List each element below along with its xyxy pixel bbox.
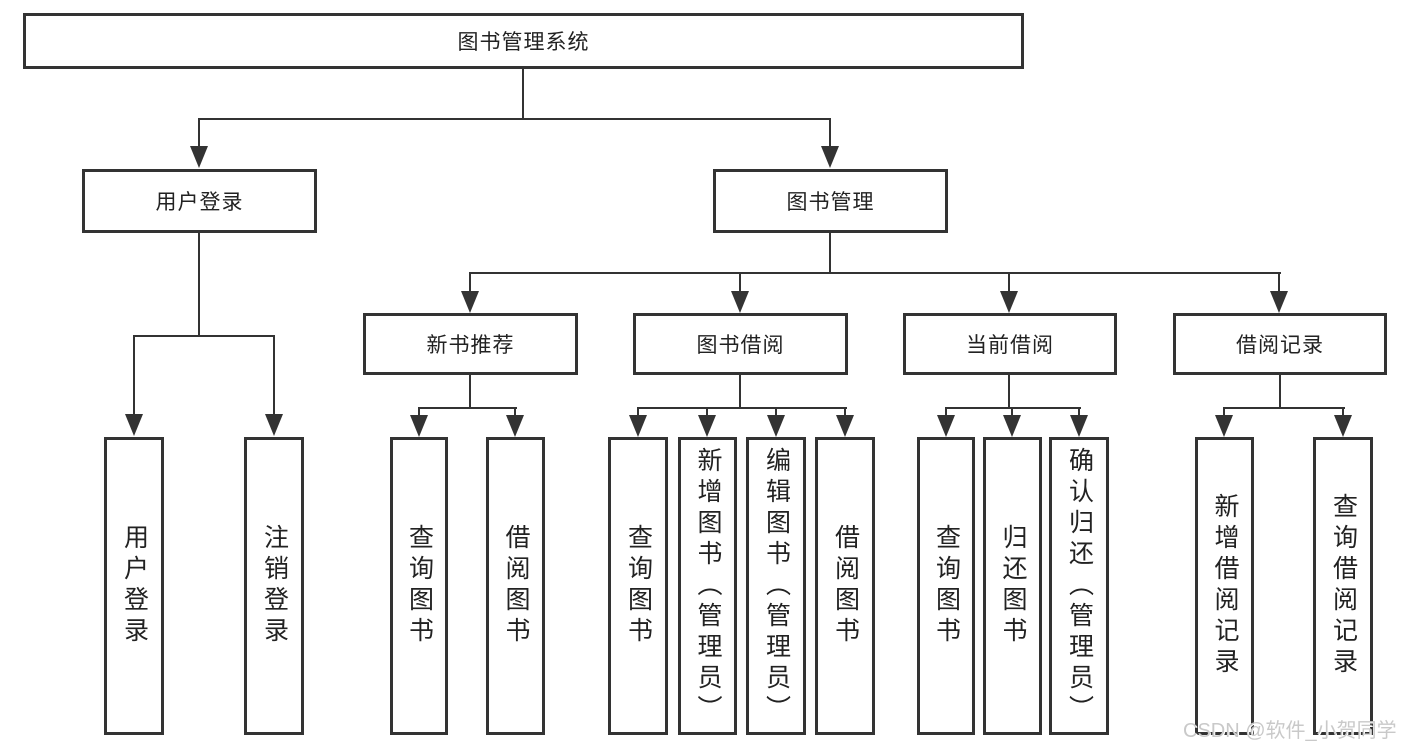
arrow-down-icon bbox=[937, 415, 955, 437]
connector-book-mgmt-trunk bbox=[829, 233, 831, 274]
connector-groupD-rail bbox=[1223, 407, 1345, 409]
leaf-edit-books-admin: 编辑图书（管理员） bbox=[746, 437, 806, 735]
connector-level1-rail bbox=[198, 118, 831, 120]
arrow-down-icon bbox=[461, 291, 479, 313]
leaf-query-books-a: 查询图书 bbox=[390, 437, 448, 735]
connector-stem-leaf bbox=[706, 407, 708, 417]
arrow-down-icon bbox=[125, 414, 143, 436]
node-book-borrowing: 图书借阅 bbox=[633, 313, 848, 375]
node-book-management: 图书管理 bbox=[713, 169, 948, 233]
connector-level2-rail bbox=[469, 272, 1281, 274]
leaf-user-login: 用户登录 bbox=[104, 437, 164, 735]
leaf-add-books-admin: 新增图书（管理员） bbox=[678, 437, 737, 735]
leaf-query-books-c: 查询图书 bbox=[917, 437, 975, 735]
connector-groupB-rail bbox=[637, 407, 847, 409]
arrow-down-icon bbox=[1334, 415, 1352, 437]
arrow-down-icon bbox=[506, 415, 524, 437]
arrow-down-icon bbox=[731, 291, 749, 313]
arrow-down-icon bbox=[1000, 291, 1018, 313]
connector-stem-leaf bbox=[418, 407, 420, 417]
connector-stem-leaf bbox=[1078, 407, 1080, 417]
arrow-down-icon bbox=[1003, 415, 1021, 437]
leaf-borrow-books-b: 借阅图书 bbox=[815, 437, 875, 735]
connector-groupA-trunk bbox=[469, 375, 471, 409]
connector-stem-leaf bbox=[1342, 407, 1344, 417]
connector-stem-leaf bbox=[514, 407, 516, 417]
connector-stem-current-borrow bbox=[1008, 272, 1010, 292]
arrow-down-icon bbox=[629, 415, 647, 437]
leaf-query-books-b: 查询图书 bbox=[608, 437, 668, 735]
connector-stem-leaf bbox=[945, 407, 947, 417]
csdn-watermark: CSDN @软件_小贺同学 bbox=[1183, 720, 1397, 742]
connector-groupD-trunk bbox=[1279, 375, 1281, 409]
arrow-down-icon bbox=[1070, 415, 1088, 437]
connector-groupC-trunk bbox=[1008, 375, 1010, 409]
connector-groupC-rail bbox=[945, 407, 1081, 409]
arrow-down-icon bbox=[410, 415, 428, 437]
leaf-borrow-books-a: 借阅图书 bbox=[486, 437, 545, 735]
node-user-login: 用户登录 bbox=[82, 169, 317, 233]
leaf-confirm-return-admin: 确认归还（管理员） bbox=[1049, 437, 1109, 735]
connector-stem-leaf bbox=[637, 407, 639, 417]
connector-groupA-rail bbox=[418, 407, 517, 409]
leaf-return-books: 归还图书 bbox=[983, 437, 1042, 735]
connector-stem-leaf bbox=[775, 407, 777, 417]
connector-stem-book-borrow bbox=[739, 272, 741, 292]
connector-stem-leaf bbox=[844, 407, 846, 417]
connector-stem-user-login bbox=[198, 118, 200, 146]
arrow-down-icon bbox=[1270, 291, 1288, 313]
leaf-logout: 注销登录 bbox=[244, 437, 304, 735]
connector-stem-new-book bbox=[469, 272, 471, 292]
arrow-down-icon bbox=[698, 415, 716, 437]
arrow-down-icon bbox=[1215, 415, 1233, 437]
arrow-down-icon bbox=[767, 415, 785, 437]
arrow-down-icon bbox=[265, 414, 283, 436]
leaf-add-borrow-record: 新增借阅记录 bbox=[1195, 437, 1254, 735]
arrow-down-icon bbox=[836, 415, 854, 437]
arrow-down-icon bbox=[821, 146, 839, 168]
connector-stem-book-mgmt bbox=[829, 118, 831, 146]
connector-stem-login-leaf bbox=[133, 335, 135, 415]
connector-root-trunk bbox=[522, 69, 524, 120]
connector-groupB-trunk bbox=[739, 375, 741, 409]
connector-stem-leaf bbox=[1011, 407, 1013, 417]
connector-stem-borrow-record bbox=[1278, 272, 1280, 292]
connector-stem-logout-leaf bbox=[273, 335, 275, 415]
node-root: 图书管理系统 bbox=[23, 13, 1024, 69]
leaf-query-borrow-record: 查询借阅记录 bbox=[1313, 437, 1373, 735]
node-current-borrowing: 当前借阅 bbox=[903, 313, 1117, 375]
connector-user-login-trunk bbox=[198, 233, 200, 337]
connector-user-login-rail bbox=[133, 335, 275, 337]
node-borrowing-records: 借阅记录 bbox=[1173, 313, 1387, 375]
arrow-down-icon bbox=[190, 146, 208, 168]
connector-stem-leaf bbox=[1223, 407, 1225, 417]
node-new-book-recommend: 新书推荐 bbox=[363, 313, 578, 375]
